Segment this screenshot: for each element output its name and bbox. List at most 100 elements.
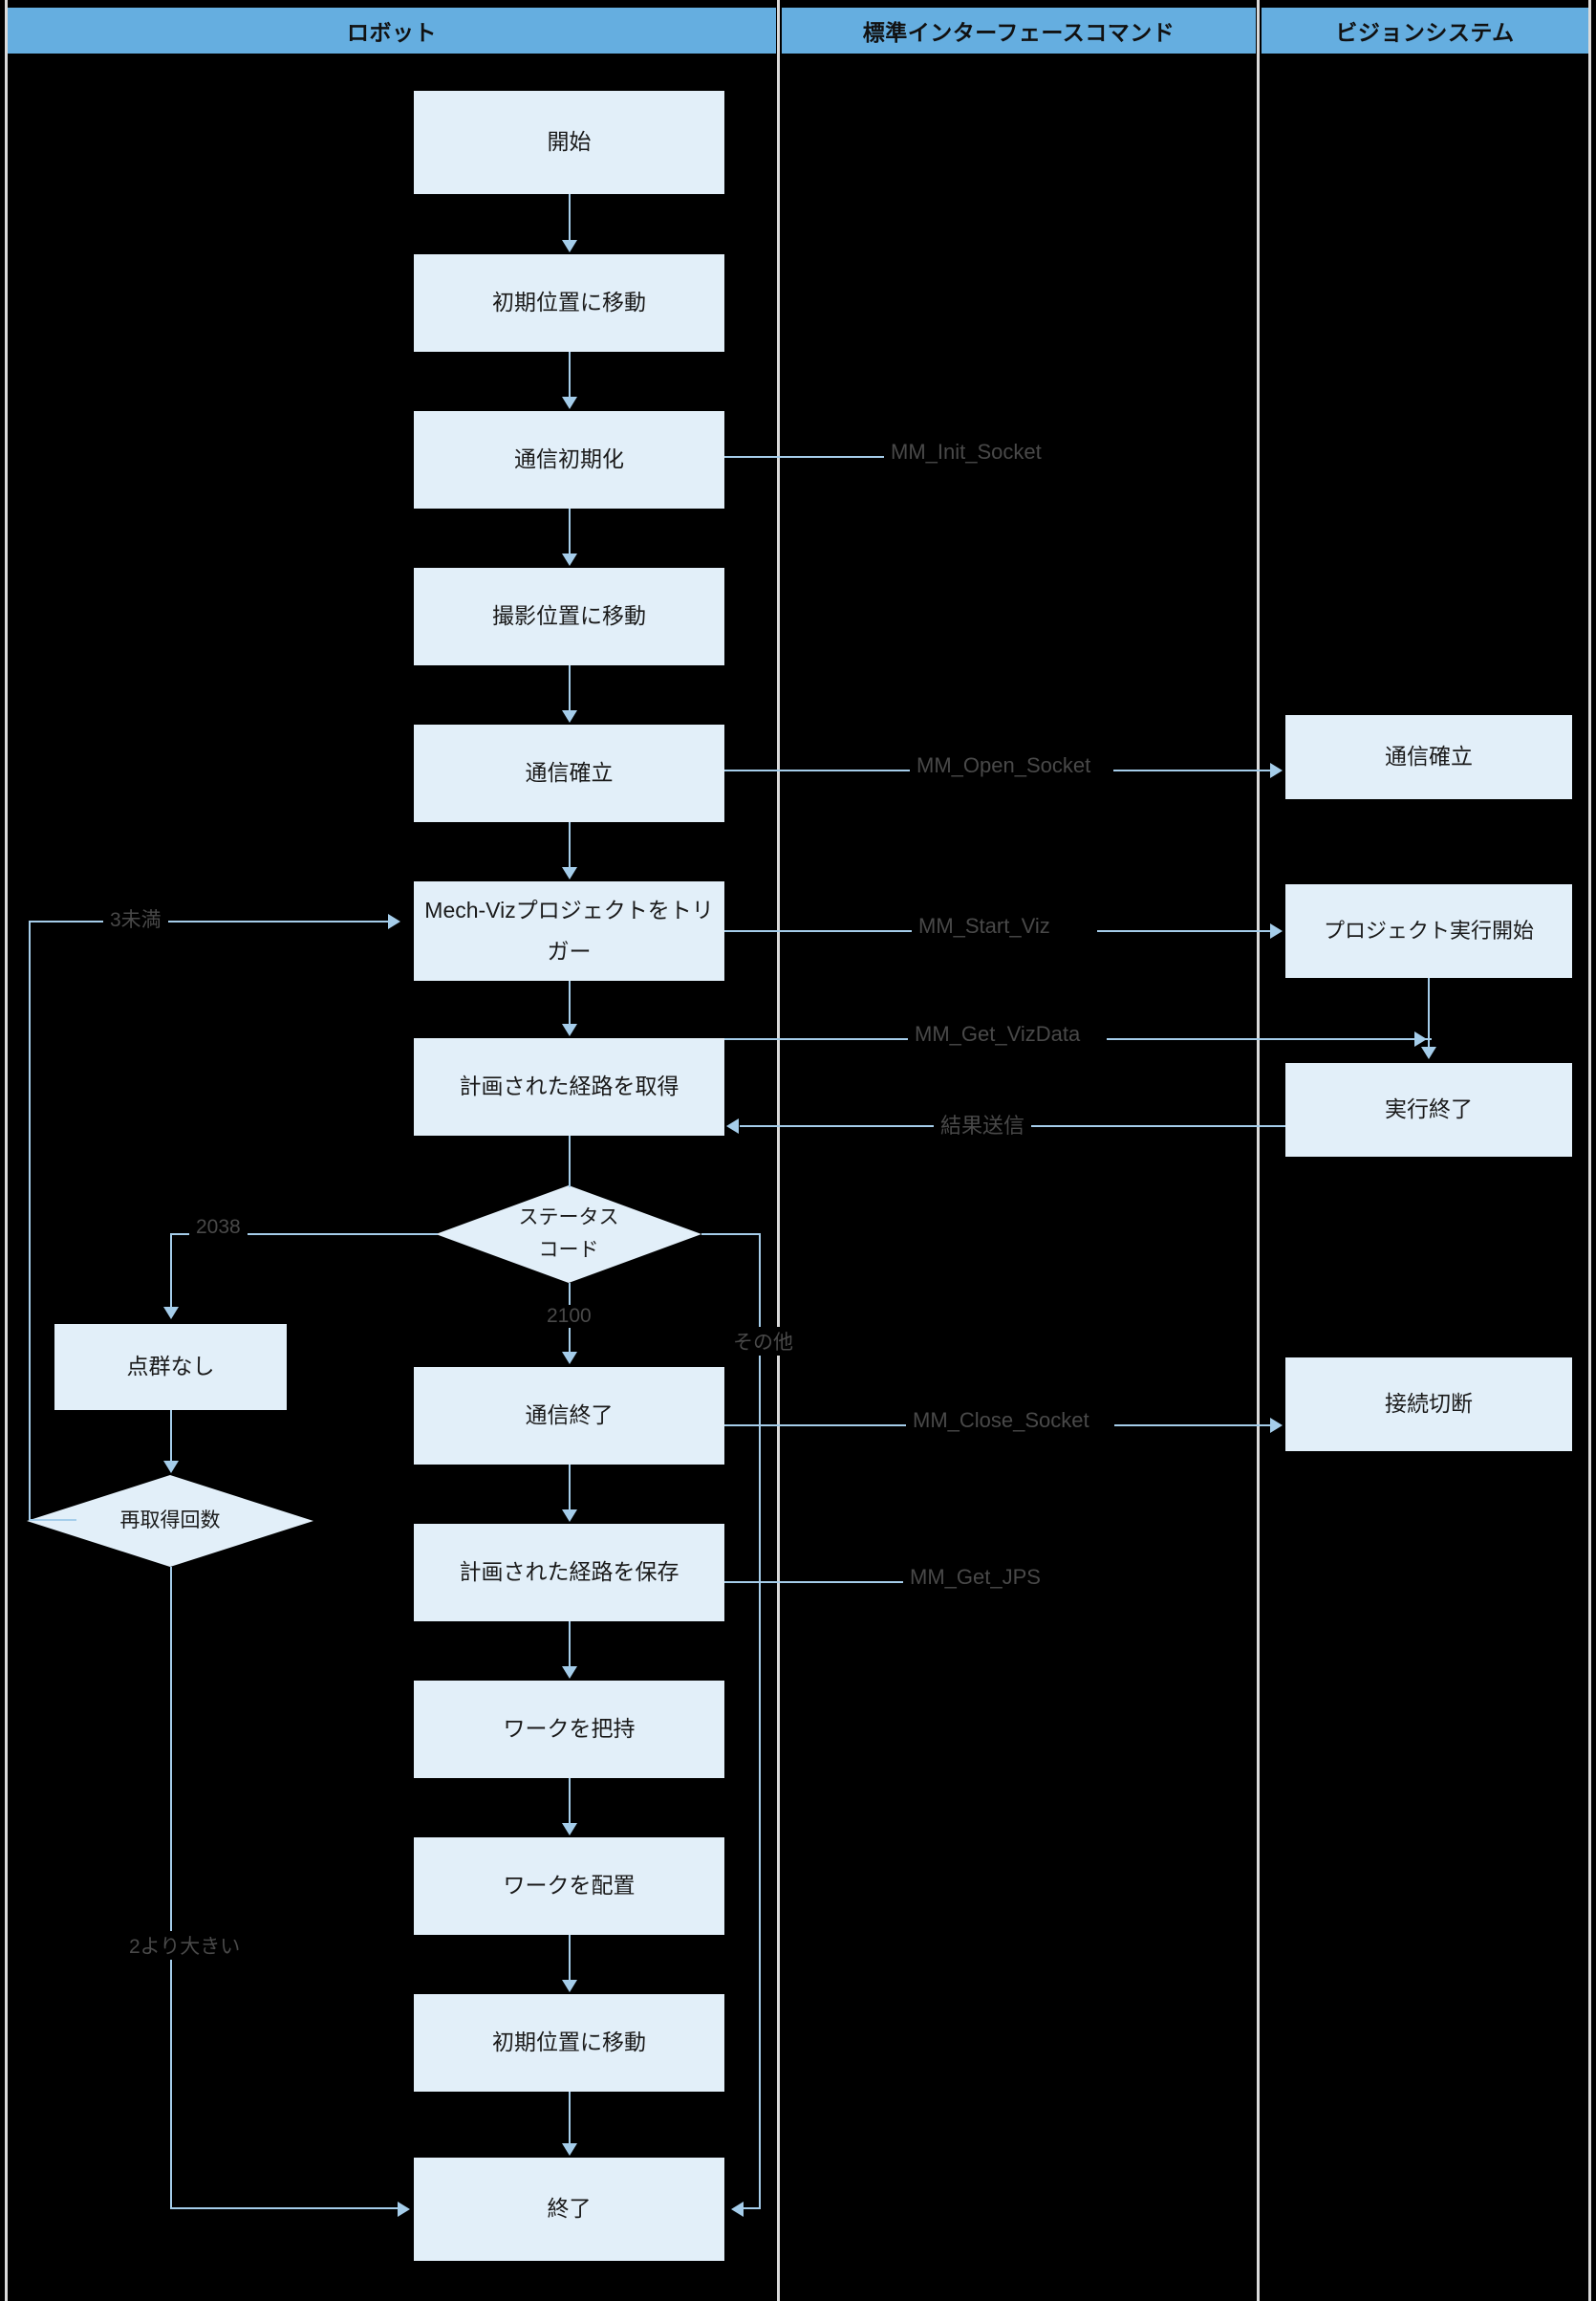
command-send-result: 結果送信 xyxy=(934,1109,1032,1140)
edge-2038-vertical xyxy=(170,1233,172,1308)
node-pick-work[interactable]: ワークを把持 xyxy=(414,1681,724,1778)
edge-open-socket-line-left xyxy=(724,770,913,771)
lane-header-command: 標準インターフェースコマンド xyxy=(782,8,1256,54)
arrowhead-get-vizdata-join xyxy=(1414,1031,1427,1047)
arrowhead-no-cloud xyxy=(163,1307,179,1319)
arrowhead-triggerviz xyxy=(562,867,577,879)
node-get-path[interactable]: 計画された経路を取得 xyxy=(414,1038,724,1136)
node-vision-project-run[interactable]: プロジェクト実行開始 xyxy=(1285,884,1572,978)
arrowhead-closecomm xyxy=(562,1352,577,1364)
node-trigger-viz-label: Mech-Vizプロジェクトをトリガー xyxy=(424,898,714,964)
lane-divider-2 xyxy=(1257,0,1260,2301)
arrowhead-vision-disconnect xyxy=(1270,1418,1283,1433)
arrowhead-movehome1 xyxy=(562,240,577,252)
decision-retry-count-label: 再取得回数 xyxy=(119,1509,221,1532)
arrowhead-getpath-result xyxy=(726,1118,739,1134)
arrowhead-movecapture xyxy=(562,554,577,566)
edge-send-result-line-right xyxy=(999,1125,1285,1127)
edge-placework-to-movehome2 xyxy=(569,1935,571,1983)
node-place-work[interactable]: ワークを配置 xyxy=(414,1837,724,1935)
node-init-comm[interactable]: 通信初期化 xyxy=(414,411,724,509)
edge-greaterthan2-vertical xyxy=(170,1567,172,2209)
arrowhead-opencomm xyxy=(562,710,577,723)
edge-label-other: その他 xyxy=(726,1327,800,1356)
command-mm-get-vizdata: MM_Get_VizData xyxy=(908,1022,1088,1047)
node-start-label: 開始 xyxy=(547,129,592,155)
arrowhead-placework xyxy=(562,1823,577,1835)
node-close-comm-label: 通信終了 xyxy=(525,1402,614,1428)
node-move-home-2[interactable]: 初期位置に移動 xyxy=(414,1994,724,2092)
edge-triggerviz-to-getpath xyxy=(569,981,571,1027)
edge-close-socket-line-left xyxy=(724,1424,910,1426)
arrowhead-vision-open-comm xyxy=(1270,763,1283,778)
arrowhead-end-from-retry xyxy=(398,2202,410,2217)
node-vision-open-comm[interactable]: 通信確立 xyxy=(1285,715,1572,799)
node-vision-disconnect-label: 接続切断 xyxy=(1385,1391,1473,1417)
lane-header-vision-label: ビジョンシステム xyxy=(1335,20,1515,45)
node-close-comm[interactable]: 通信終了 xyxy=(414,1367,724,1465)
lane-header-command-label: 標準インターフェースコマンド xyxy=(862,20,1175,45)
arrowhead-savepath xyxy=(562,1509,577,1522)
node-vision-disconnect[interactable]: 接続切断 xyxy=(1285,1357,1572,1451)
decision-status-code[interactable]: ステータスコード xyxy=(436,1185,701,1283)
node-save-path-label: 計画された経路を保存 xyxy=(459,1559,679,1585)
node-move-home-1[interactable]: 初期位置に移動 xyxy=(414,254,724,352)
edge-label-greater-than-2: 2より大きい xyxy=(122,1931,248,1960)
edge-label-2038: 2038 xyxy=(189,1216,248,1239)
arrowhead-movehome2 xyxy=(562,1980,577,1992)
arrowhead-triggerviz-loop xyxy=(388,914,400,929)
node-end[interactable]: 終了 xyxy=(414,2158,724,2261)
arrowhead-getpath xyxy=(562,1024,577,1036)
edge-init-socket-line xyxy=(724,456,887,458)
edge-movehome2-to-end xyxy=(569,2092,571,2144)
edge-get-vizdata-line-left xyxy=(724,1038,911,1040)
edge-start-to-movehome1 xyxy=(569,194,571,242)
node-place-work-label: ワークを配置 xyxy=(503,1873,636,1899)
node-end-label: 終了 xyxy=(547,2196,592,2222)
edge-start-viz-line-left xyxy=(724,930,915,932)
arrowhead-initcomm xyxy=(562,397,577,409)
edge-opencomm-to-triggerviz xyxy=(569,822,571,870)
arrowhead-end-from-other xyxy=(731,2202,744,2217)
node-start[interactable]: 開始 xyxy=(414,91,724,194)
edge-open-socket-line-right xyxy=(1113,770,1272,771)
node-vision-run-end[interactable]: 実行終了 xyxy=(1285,1063,1572,1157)
edge-vision-projectrun-to-runend xyxy=(1428,978,1430,1049)
edge-getpath-to-statuscode xyxy=(569,1136,571,1187)
node-move-home-1-label: 初期位置に移動 xyxy=(492,290,646,315)
arrowhead-vision-project-run xyxy=(1270,923,1283,939)
edge-greaterthan2-horizontal xyxy=(170,2207,399,2209)
node-trigger-viz[interactable]: Mech-Vizプロジェクトをトリガー xyxy=(414,881,724,981)
edge-lessthan3-top xyxy=(29,921,390,923)
node-no-cloud[interactable]: 点群なし xyxy=(54,1324,287,1410)
command-mm-init-socket: MM_Init_Socket xyxy=(884,440,1048,465)
node-open-comm-label: 通信確立 xyxy=(525,760,614,786)
node-move-capture-label: 撮影位置に移動 xyxy=(492,603,646,629)
decision-retry-count[interactable]: 再取得回数 xyxy=(27,1475,313,1567)
lane-header-robot-label: ロボット xyxy=(347,20,437,45)
edge-savepath-to-pickwork xyxy=(569,1621,571,1669)
edge-get-vizdata-line-right xyxy=(1107,1038,1432,1040)
node-move-capture[interactable]: 撮影位置に移動 xyxy=(414,568,724,665)
edge-lessthan3-bottom xyxy=(29,1519,76,1521)
node-save-path[interactable]: 計画された経路を保存 xyxy=(414,1524,724,1621)
edge-other-bottom xyxy=(744,2207,761,2209)
lane-header-robot: ロボット xyxy=(8,8,776,54)
lane-header-vision: ビジョンシステム xyxy=(1262,8,1588,54)
arrowhead-end xyxy=(562,2143,577,2156)
arrowhead-pickwork xyxy=(562,1666,577,1679)
lane-divider-left xyxy=(5,0,8,2301)
command-mm-start-viz: MM_Start_Viz xyxy=(912,914,1057,939)
node-move-home-2-label: 初期位置に移動 xyxy=(492,2030,646,2055)
edge-pickwork-to-placework xyxy=(569,1778,571,1826)
command-mm-open-socket: MM_Open_Socket xyxy=(910,753,1098,778)
edge-closecomm-to-savepath xyxy=(569,1465,571,1512)
edge-get-jps-line xyxy=(724,1581,906,1583)
edge-label-2100: 2100 xyxy=(540,1305,598,1328)
lane-divider-right xyxy=(1588,0,1591,2301)
node-open-comm[interactable]: 通信確立 xyxy=(414,725,724,822)
node-pick-work-label: ワークを把持 xyxy=(503,1716,636,1742)
edge-other-vertical xyxy=(759,1233,761,2209)
command-mm-get-jps: MM_Get_JPS xyxy=(903,1565,1047,1590)
